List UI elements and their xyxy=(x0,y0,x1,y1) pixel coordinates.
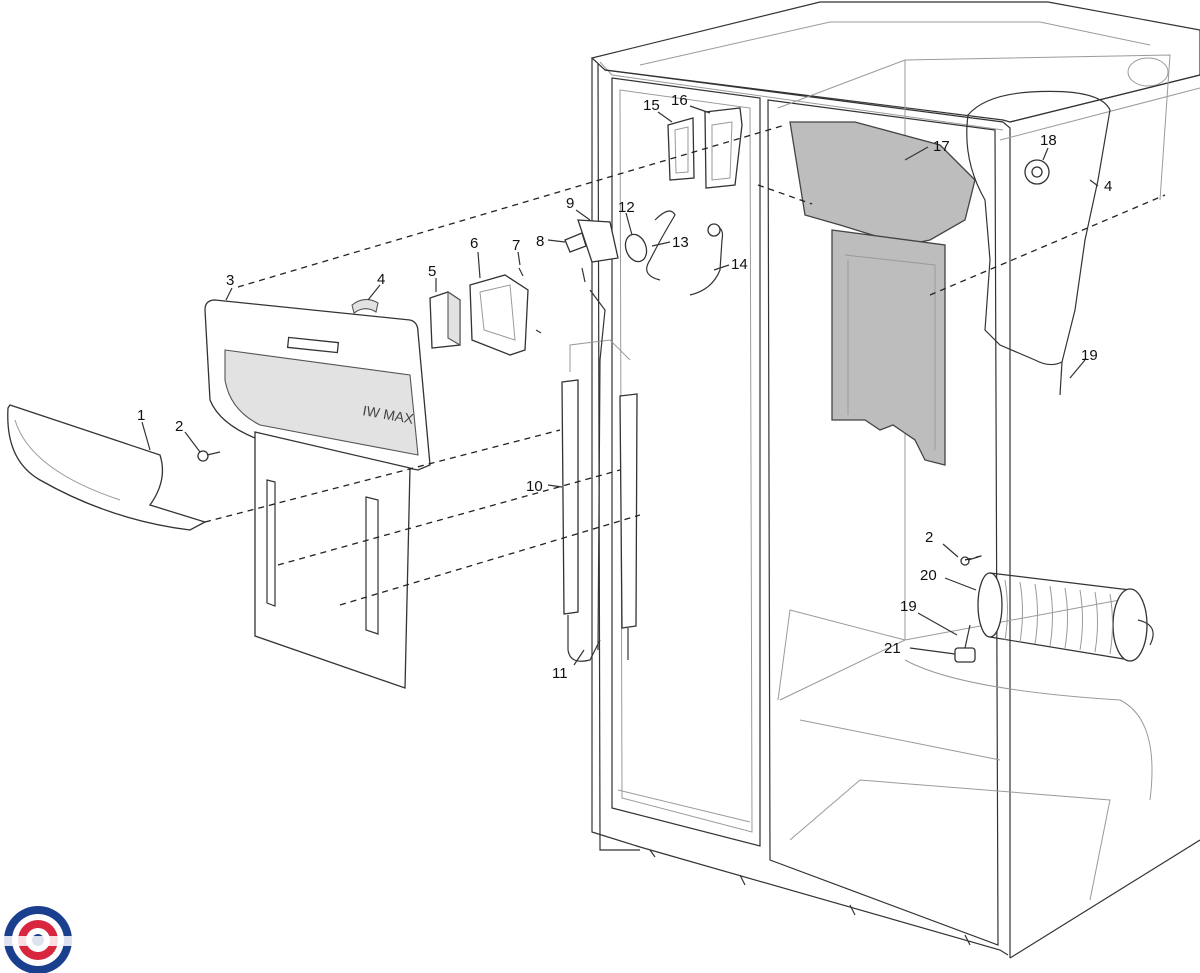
callout-17: 17 xyxy=(933,138,950,155)
screw-left xyxy=(197,450,221,462)
callout-7: 7 xyxy=(512,237,520,254)
callout-8: 8 xyxy=(536,233,544,250)
callout-9: 9 xyxy=(566,195,574,212)
brand-logo xyxy=(4,906,72,973)
wire-harness-14 xyxy=(689,223,724,296)
callout-5: 5 xyxy=(428,263,436,280)
mounting-plate xyxy=(577,219,619,283)
callout-1: 1 xyxy=(137,407,145,424)
dispenser-housing: IW MAX xyxy=(204,299,431,689)
bracket-screw xyxy=(518,267,542,334)
drain-tube xyxy=(966,90,1111,396)
switch-block xyxy=(429,290,461,349)
wire-harness-12-13 xyxy=(624,210,676,281)
explode-lines xyxy=(204,124,1166,606)
callout-4-right: 4 xyxy=(1104,178,1112,195)
callout-2-right: 2 xyxy=(925,529,933,546)
heater-bars xyxy=(561,289,638,662)
evaporator-cover xyxy=(789,121,976,466)
condenser-coil xyxy=(977,572,1154,662)
dispenser-front-cover xyxy=(7,404,207,531)
callout-10: 10 xyxy=(526,478,543,495)
cover-clip xyxy=(351,298,379,314)
callout-20: 20 xyxy=(920,567,937,584)
dispenser-bracket xyxy=(469,274,529,356)
leader-lines xyxy=(141,105,1099,666)
sensor-plug xyxy=(954,624,976,663)
air-damper xyxy=(704,107,743,189)
callout-21: 21 xyxy=(884,640,901,657)
damper-frame xyxy=(667,117,695,181)
callout-4-left: 4 xyxy=(377,271,385,288)
callout-19-upper: 19 xyxy=(1081,347,1098,364)
callout-18: 18 xyxy=(1040,132,1057,149)
callout-16: 16 xyxy=(671,92,688,109)
callout-15: 15 xyxy=(643,97,660,114)
callout-numbers: 1 2 3 4 5 6 7 8 9 12 13 14 15 16 17 18 4… xyxy=(137,92,1112,682)
callout-6: 6 xyxy=(470,235,478,252)
callout-11: 11 xyxy=(552,665,568,682)
callout-2-left: 2 xyxy=(175,418,183,435)
callout-14: 14 xyxy=(731,256,748,273)
callout-12: 12 xyxy=(618,199,635,216)
callout-19-lower: 19 xyxy=(900,598,917,615)
callout-13: 13 xyxy=(672,234,689,251)
grommet xyxy=(1024,159,1050,185)
screw-right xyxy=(960,556,979,566)
callout-3: 3 xyxy=(226,272,234,289)
